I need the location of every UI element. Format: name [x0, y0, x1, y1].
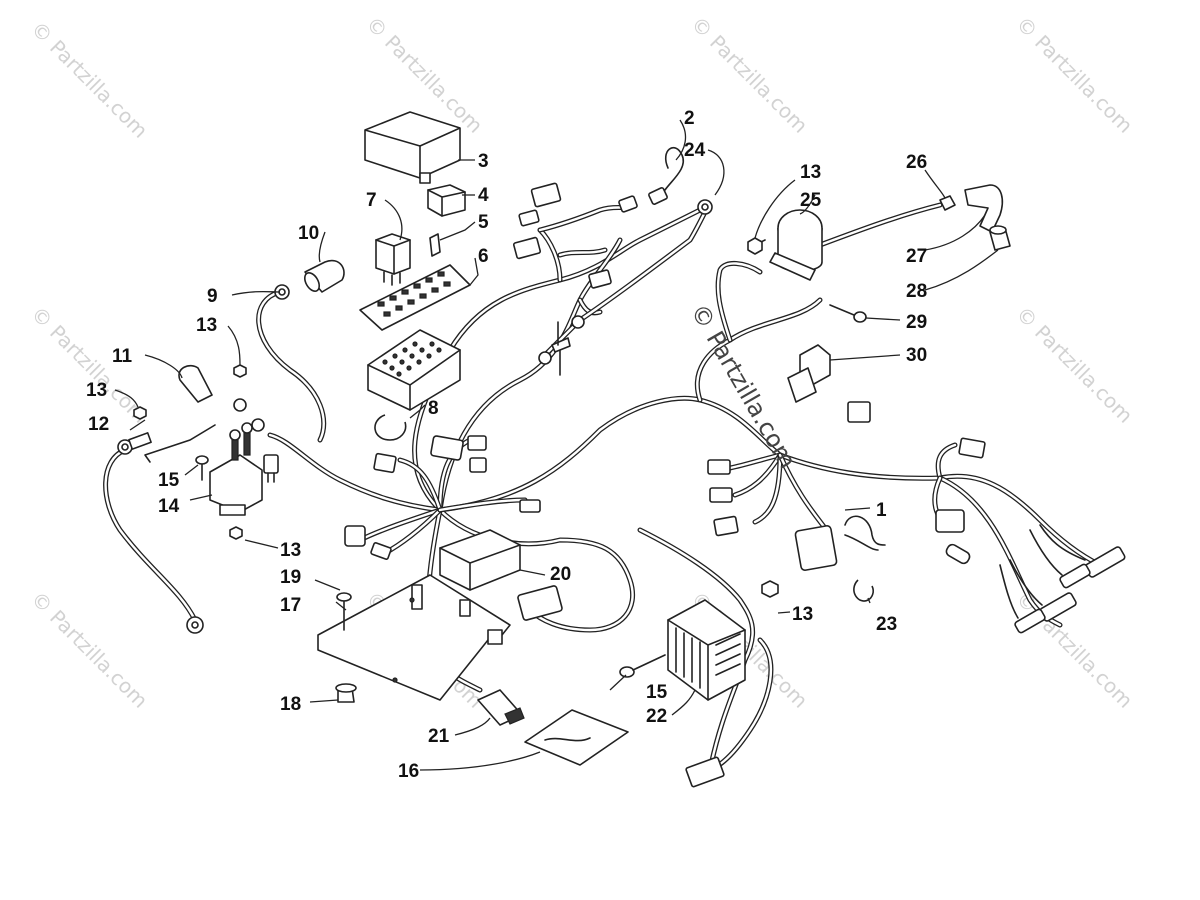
fuse-box-cover	[364, 111, 461, 184]
solenoid-connector	[263, 454, 279, 483]
nuts	[133, 364, 247, 540]
callout-16: 16	[398, 761, 419, 782]
injector-connectors	[999, 524, 1126, 634]
temperature-sensor	[477, 689, 525, 726]
callout-20: 20	[550, 564, 571, 585]
callout-13-left: 13	[86, 380, 107, 401]
callout-18: 18	[280, 694, 301, 715]
rubber-boot	[989, 225, 1011, 251]
spark-plug-wire-end	[939, 195, 956, 211]
mounting-plate	[317, 574, 511, 701]
callout-23: 23	[876, 614, 897, 635]
watermark: © Partzilla.com	[26, 17, 152, 143]
callout-25: 25	[800, 190, 822, 211]
cdi-harness-plug	[517, 585, 563, 621]
watermark: © Partzilla.com	[26, 587, 152, 713]
terminal-boot	[303, 259, 345, 293]
harness-connector	[787, 344, 831, 403]
hub-connectors	[344, 435, 541, 560]
center-watermark: © Partzilla.com	[685, 299, 802, 473]
sensor-wires	[844, 515, 886, 551]
watermark: © Partzilla.com	[1011, 302, 1137, 428]
fuse-panel-board	[359, 264, 471, 331]
harness-fasteners	[551, 321, 571, 376]
leader-lines	[114, 119, 999, 771]
callout-19: 19	[280, 567, 301, 588]
callout-22: 22	[646, 706, 667, 727]
callout-15-solenoid: 15	[158, 470, 180, 491]
callout-24: 24	[684, 140, 706, 161]
watermark: © Partzilla.com	[1011, 12, 1137, 138]
solenoid-screw	[195, 455, 209, 481]
spark-plug-cap	[964, 184, 1004, 233]
callout-10: 10	[298, 223, 319, 244]
ground-loop-terminal	[648, 146, 685, 205]
battery-bracket	[128, 424, 216, 463]
regulator-screw	[619, 654, 666, 678]
right-connectors	[707, 401, 986, 571]
callout-21: 21	[428, 726, 450, 747]
callout-15-regulator: 15	[646, 682, 668, 703]
regulator-nut	[761, 580, 779, 598]
callout-7: 7	[366, 190, 377, 211]
wire-clip	[853, 579, 875, 602]
callout-3: 3	[478, 151, 489, 172]
regulator-plug	[685, 756, 725, 788]
top-connectors	[512, 182, 638, 289]
starter-solenoid	[209, 422, 263, 516]
fuse	[429, 233, 441, 257]
relay-small	[427, 184, 466, 217]
clip-ring	[374, 414, 407, 441]
callout-27: 27	[906, 246, 927, 267]
watermark-layer: © Partzilla.com © Partzilla.com © Partzi…	[26, 12, 1137, 713]
mounting-screw	[336, 592, 352, 631]
parts-layer	[117, 111, 1126, 788]
callout-14: 14	[158, 496, 180, 517]
callout-2: 2	[684, 108, 695, 129]
foam-pad	[524, 709, 629, 766]
callout-13-fusebox: 13	[196, 315, 217, 336]
callout-29: 29	[906, 312, 927, 333]
watermark: © Partzilla.com	[686, 12, 812, 138]
watermark: © Partzilla.com	[26, 302, 152, 428]
callout-9: 9	[207, 286, 218, 307]
callout-1: 1	[876, 500, 887, 521]
fuse-block	[367, 329, 461, 411]
cdi-module	[439, 529, 521, 591]
ignition-coil	[754, 209, 823, 281]
callout-4: 4	[478, 185, 489, 206]
callout-13-solenoid: 13	[280, 540, 301, 561]
callout-12: 12	[88, 414, 109, 435]
callout-13-regulator: 13	[792, 604, 813, 625]
rivet	[335, 683, 357, 703]
coil-screw	[829, 304, 867, 323]
callout-26: 26	[906, 152, 927, 173]
coil-nut	[747, 237, 763, 255]
callout-labels: 1 2 3 4 5 6 7 8 9 10 11 12 13 13 13 13 1…	[86, 108, 927, 782]
callout-28: 28	[906, 281, 927, 302]
callout-5: 5	[478, 212, 489, 233]
callout-30: 30	[906, 345, 927, 366]
callout-11: 11	[112, 346, 133, 367]
callout-8: 8	[428, 398, 439, 419]
callout-17: 17	[280, 595, 301, 616]
callout-13-coil: 13	[800, 162, 821, 183]
relay	[375, 233, 411, 286]
ring-terminals	[117, 199, 713, 634]
terminal-boot-left	[178, 364, 213, 403]
callout-6: 6	[478, 246, 489, 267]
voltage-regulator	[667, 599, 746, 701]
